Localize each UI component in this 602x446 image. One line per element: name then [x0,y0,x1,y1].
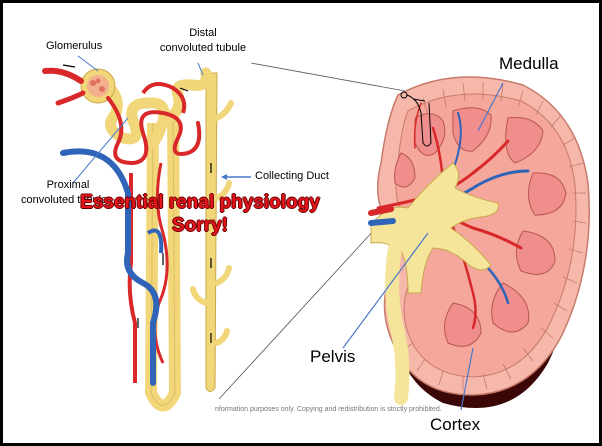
zoom-line-top [251,63,405,91]
label-pelvis: Pelvis [310,348,355,365]
overlay-message: Essential renal physiology Sorry! [55,191,345,237]
afferent-arteriole [45,71,81,81]
slide: Glomerulus Distal convoluted tubule Coll… [3,3,599,443]
label-proximal-line1: Proximal [33,180,103,191]
label-glomerulus: Glomerulus [46,41,102,52]
glomerulus-pointer [78,56,98,71]
kidney-cross-section [343,77,589,410]
label-distal-line1: Distal [153,28,253,39]
overlay-title-line1: Essential renal physiology [55,191,345,214]
label-cortex: Cortex [430,416,480,433]
glomerulus-capillaries [87,75,109,97]
overlay-title-line2: Sorry! [55,214,345,237]
label-collecting-duct: Collecting Duct [255,171,329,182]
copyright-notice: nformation purposes only. Copying and re… [215,406,442,413]
label-medulla: Medulla [499,55,559,72]
label-distal-line2: convoluted tubule [148,43,258,54]
